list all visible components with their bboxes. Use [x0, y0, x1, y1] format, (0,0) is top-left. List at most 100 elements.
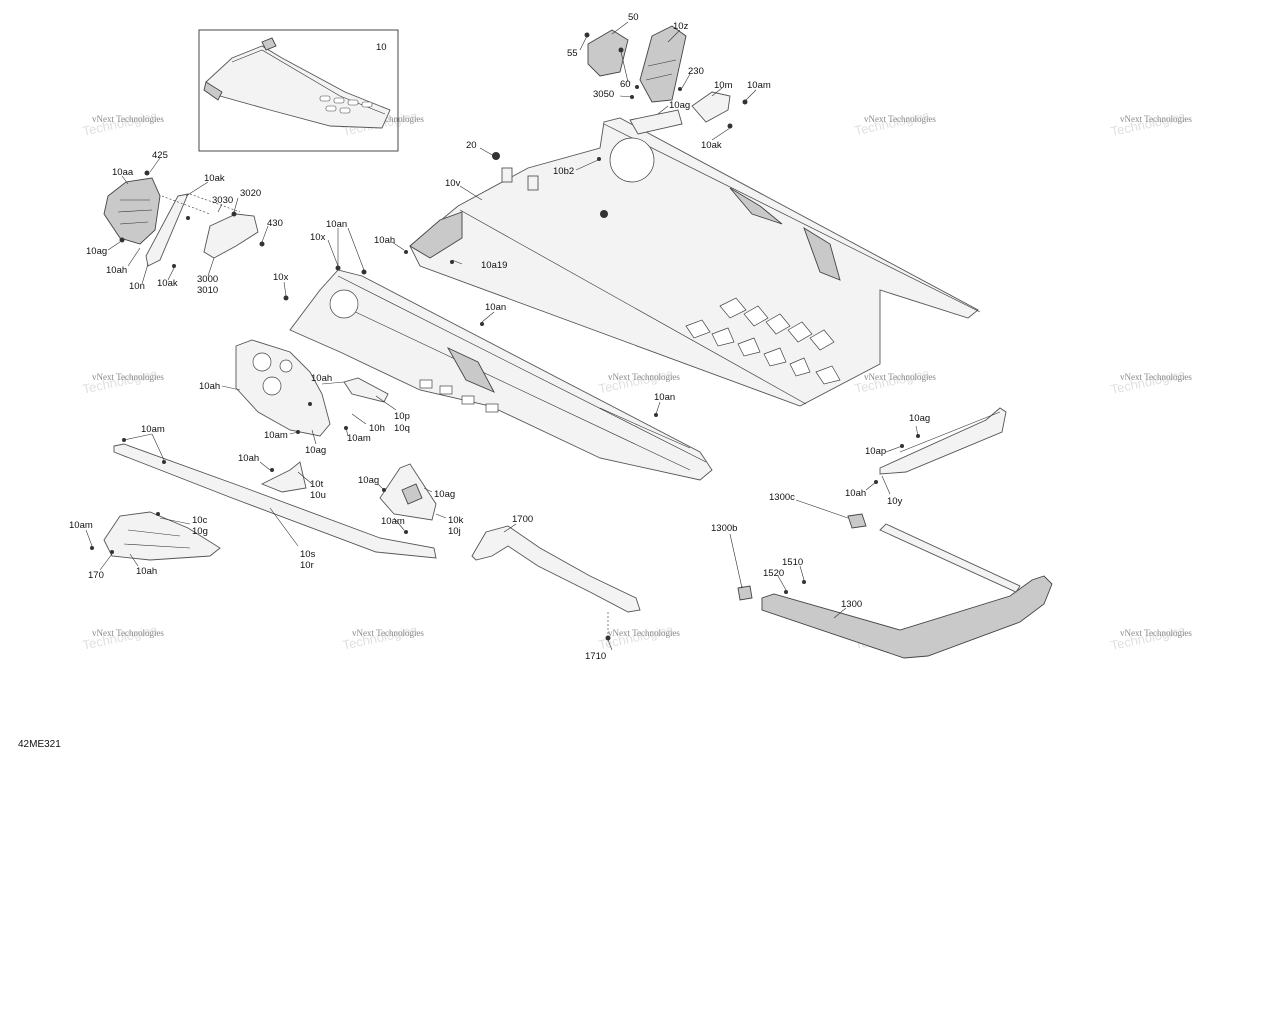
svg-text:vNext Technologies: vNext Technologies — [608, 372, 680, 382]
plate-55 — [587, 29, 629, 77]
label-1300c: 1300c — [769, 492, 795, 503]
stiffener-10ag-top — [629, 109, 683, 135]
label-170: 170 — [88, 570, 104, 581]
label-10ag-plate: 10ag — [305, 445, 326, 456]
tunnel-10v — [409, 117, 981, 407]
label-10ag-top: 10ag — [669, 100, 690, 111]
label-10c: 10c — [192, 515, 208, 526]
label-10am-plate: 10am — [264, 430, 288, 441]
label-10am-top: 10am — [747, 80, 771, 91]
label-10x-left: 10x — [273, 272, 289, 283]
label-230: 230 — [688, 66, 704, 77]
label-10ag-left: 10ag — [86, 246, 107, 257]
label-10am-10k: 10am — [381, 516, 405, 527]
label-3030: 3030 — [212, 195, 233, 206]
label-10an-top: 10an — [326, 219, 347, 230]
fasteners — [90, 32, 920, 641]
label-10ak-left: 10ak — [204, 173, 225, 184]
label-10h: 10h — [369, 423, 385, 434]
label-10z: 10z — [673, 21, 689, 32]
label-1520: 1520 — [763, 568, 784, 579]
label-10ah-10c: 10ah — [136, 566, 157, 577]
leader-left-brackets — [161, 193, 241, 215]
label-10ak-low: 10ak — [157, 278, 178, 289]
side-plate-10ah — [235, 339, 331, 437]
leader-lines — [85, 21, 919, 651]
bracket-10k — [379, 463, 437, 521]
slide-1700 — [471, 525, 641, 613]
label-10p: 10p — [394, 411, 410, 422]
label-10: 10 — [376, 42, 387, 53]
label-10j: 10j — [448, 526, 461, 537]
label-3010: 3010 — [197, 285, 218, 296]
svg-text:vNext Technologies: vNext Technologies — [92, 628, 164, 638]
label-1300b: 1300b — [711, 523, 737, 534]
label-430: 430 — [267, 218, 283, 229]
svg-text:vNext Technologies: vNext Technologies — [1120, 114, 1192, 124]
svg-text:vNext Technologies: vNext Technologies — [864, 114, 936, 124]
svg-text:vNext Technologies: vNext Technologies — [608, 628, 680, 638]
label-10g: 10g — [192, 526, 208, 537]
diagram-code: 42ME321 — [18, 739, 61, 750]
label-10a19: 10a19 — [481, 260, 507, 271]
label-10ap: 10ap — [865, 446, 886, 457]
label-10aa: 10aa — [112, 167, 134, 178]
label-425: 425 — [152, 150, 168, 161]
label-10am-10c: 10am — [69, 520, 93, 531]
label-10ah-mid: 10ah — [374, 235, 395, 246]
label-10ah-plate: 10ah — [199, 381, 220, 392]
label-10q: 10q — [394, 423, 410, 434]
svg-text:vNext Technologies: vNext Technologies — [352, 628, 424, 638]
svg-text:vNext Technologies: vNext Technologies — [1120, 372, 1192, 382]
label-55: 55 — [567, 48, 578, 59]
svg-text:vNext Technologies: vNext Technologies — [352, 114, 424, 124]
label-1710: 1710 — [585, 651, 606, 662]
label-10ah-bumper: 10ah — [845, 488, 866, 499]
label-10am-rail: 10am — [141, 424, 165, 435]
label-1510: 1510 — [782, 557, 803, 568]
label-10n: 10n — [129, 281, 145, 292]
svg-text:vNext Technologies: vNext Technologies — [92, 372, 164, 382]
bracket-10t — [260, 461, 307, 493]
svg-text:vNext Technologies: vNext Technologies — [1120, 628, 1192, 638]
svg-text:vNext Technologies: vNext Technologies — [92, 114, 164, 124]
label-10ah-center: 10ah — [311, 373, 332, 384]
leader-dashed — [607, 586, 743, 636]
label-10r: 10r — [300, 560, 314, 571]
label-10an-mid: 10an — [485, 302, 506, 313]
label-60: 60 — [620, 79, 631, 90]
label-10m: 10m — [714, 80, 733, 91]
label-50: 50 — [628, 12, 639, 23]
label-10x-top: 10x — [310, 232, 326, 243]
label-10ah-10t: 10ah — [238, 453, 259, 464]
label-10y: 10y — [887, 496, 903, 507]
label-10v: 10v — [445, 178, 461, 189]
bracket-10n — [145, 193, 189, 267]
label-10ak-top: 10ak — [701, 140, 722, 151]
bracket-10aa — [103, 177, 161, 245]
label-10k: 10k — [448, 515, 464, 526]
label-10ah-left: 10ah — [106, 265, 127, 276]
label-20: 20 — [466, 140, 477, 151]
label-10t: 10t — [310, 479, 324, 490]
label-3000: 3000 — [197, 274, 218, 285]
plate-10c — [103, 511, 221, 561]
svg-text:vNext Technologies: vNext Technologies — [864, 372, 936, 382]
bracket-10m — [691, 91, 731, 123]
label-3050: 3050 — [593, 89, 614, 100]
label-10u: 10u — [310, 490, 326, 501]
rail-10s — [113, 443, 437, 559]
label-1700: 1700 — [512, 514, 533, 525]
bracket-10z — [639, 25, 687, 103]
label-10am-center: 10am — [347, 433, 371, 444]
label-10ag-10k-left: 10ag — [358, 475, 379, 486]
label-10s: 10s — [300, 549, 316, 560]
label-3020: 3020 — [240, 188, 261, 199]
